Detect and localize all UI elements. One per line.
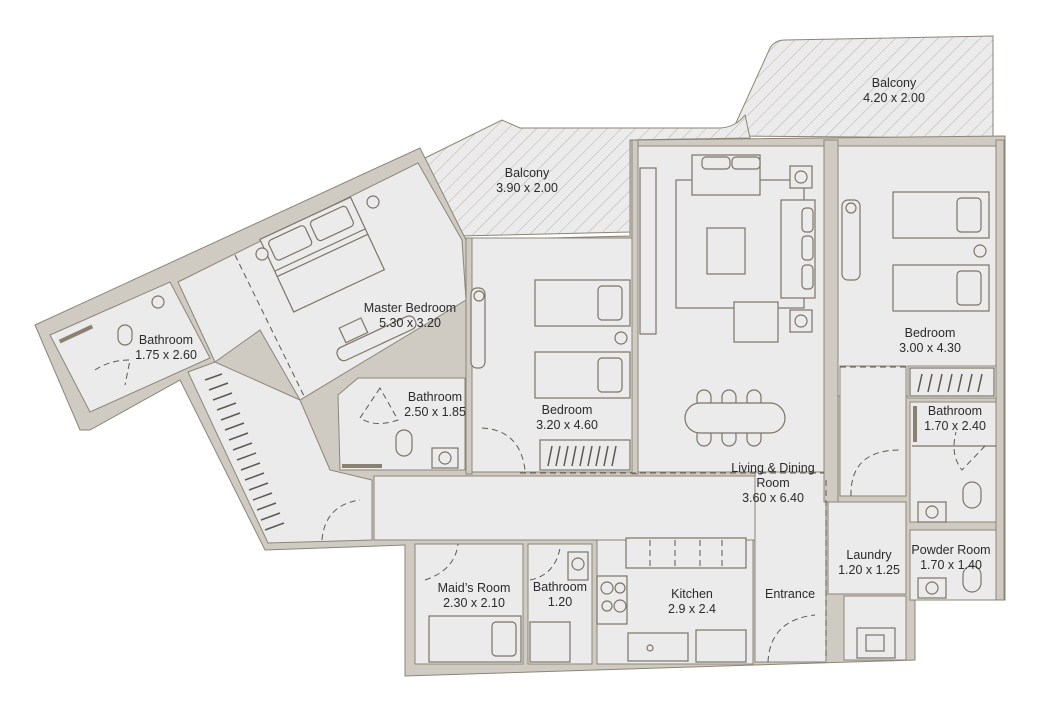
sink-icon [151, 295, 165, 309]
room-size: 1.70 x 2.40 [924, 419, 986, 433]
label-bathroom-maid: Bathroom 1.20 [533, 580, 587, 610]
room-name: Bathroom [407, 390, 463, 404]
bathroom-master-floor [49, 281, 211, 413]
room-name: Maid’s Room [437, 581, 511, 595]
room-size: 3.90 x 2.00 [496, 181, 558, 195]
room-size: 3.20 x 4.60 [536, 418, 598, 432]
wardrobe-hangers-icon [204, 373, 285, 531]
room-size: 1.20 x 1.25 [838, 563, 900, 577]
toilet-icon [962, 481, 982, 509]
toilet-icon [117, 324, 133, 346]
room-name-line2: Room [756, 476, 790, 490]
toilet-icon [395, 429, 413, 457]
label-bathroom-3: Bathroom 1.70 x 2.40 [924, 404, 986, 434]
walk-in-closet-floor [187, 361, 373, 544]
sink-icon [917, 577, 947, 599]
label-powder-room: Powder Room 1.70 x 1.40 [911, 543, 990, 573]
bedroom-3-hall [839, 365, 907, 497]
washing-machine-icon [856, 627, 896, 659]
room-size: 3.60 x 6.40 [742, 491, 804, 505]
entrance-floor [754, 471, 827, 663]
desk-icon [336, 315, 417, 362]
room-name: Bathroom [138, 333, 194, 347]
shower-tray-icon [529, 621, 571, 663]
toilet-icon [962, 565, 982, 593]
room-name: Balcony [871, 76, 917, 90]
room-name: Kitchen [671, 587, 713, 601]
room-name: Master Bedroom [363, 301, 457, 315]
label-kitchen: Kitchen 2.9 x 2.4 [668, 587, 716, 617]
room-size: 2.50 x 1.85 [404, 405, 466, 419]
laundry-floor [827, 501, 907, 595]
nightstand-lamp-icon [255, 247, 269, 261]
label-bathroom-2: Bathroom 2.50 x 1.85 [404, 390, 466, 420]
room-size: 1.75 x 2.60 [135, 348, 197, 362]
label-master-bedroom: Master Bedroom 5.30 x 3.20 [364, 301, 456, 331]
shower-bar-icon [58, 324, 94, 344]
room-name: Living & Dining [731, 461, 815, 475]
tv-unit-icon [639, 167, 657, 335]
coffee-table-icon [706, 227, 746, 275]
room-size: 4.20 x 2.00 [863, 91, 925, 105]
upper-cabinets-icon [625, 537, 747, 569]
label-bedroom-2: Bedroom 3.20 x 4.60 [536, 403, 598, 433]
bathroom-2-floor [337, 377, 466, 471]
sink-icon [917, 501, 947, 523]
room-name: Entrance [764, 587, 816, 601]
room-name: Powder Room [911, 543, 991, 557]
balcony-right-area [729, 35, 994, 139]
master-bed-icon [259, 196, 386, 313]
room-name: Laundry [846, 548, 892, 562]
room-size: 3.00 x 4.30 [899, 341, 961, 355]
room-name: Bathroom [927, 404, 983, 418]
sink-icon [567, 551, 589, 581]
label-bedroom-3: Bedroom 3.00 x 4.30 [899, 326, 961, 356]
label-balcony-left: Balcony 3.90 x 2.00 [496, 166, 558, 196]
label-living-dining: Living & Dining Room 3.60 x 6.40 [731, 461, 814, 506]
room-name: Bedroom [541, 403, 593, 417]
room-size: 1.20 [547, 595, 573, 609]
room-name: Bathroom [532, 580, 588, 594]
label-bathroom-master: Bathroom 1.75 x 2.60 [135, 333, 197, 363]
room-name: Balcony [504, 166, 550, 180]
fridge-icon [695, 629, 747, 663]
label-balcony-right: Balcony 4.20 x 2.00 [863, 76, 925, 106]
room-size: 5.30 x 3.20 [379, 316, 441, 330]
desk-icon [841, 199, 861, 281]
sink-icon [431, 447, 459, 469]
label-laundry: Laundry 1.20 x 1.25 [838, 548, 900, 578]
room-name: Bedroom [904, 326, 956, 340]
dining-table-icon [684, 389, 786, 447]
armchair-icon [733, 301, 779, 343]
kitchen-sink-icon [627, 632, 689, 662]
nightstand-lamp-icon [973, 244, 987, 258]
nightstand-lamp-icon [366, 195, 380, 209]
label-entrance: Entrance [765, 587, 815, 602]
room-size: 1.70 x 1.40 [920, 558, 982, 572]
nightstand-lamp-icon [614, 331, 628, 345]
room-size: 2.30 x 2.10 [443, 596, 505, 610]
desk-icon [470, 287, 486, 369]
label-maids-room: Maid’s Room 2.30 x 2.10 [438, 581, 511, 611]
room-size: 2.9 x 2.4 [668, 602, 716, 616]
